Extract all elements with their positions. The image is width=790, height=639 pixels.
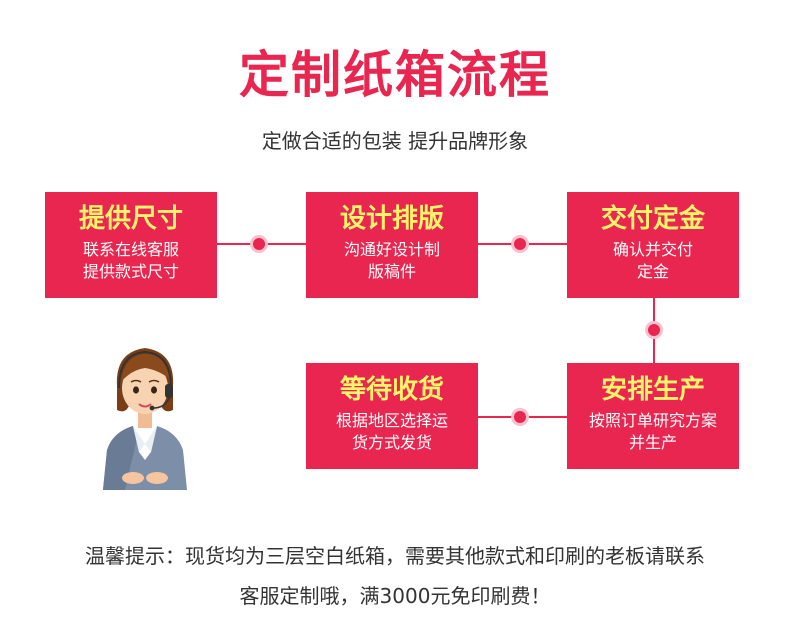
step-title: 等待收货 [339,375,444,405]
step-desc-line1: 根据地区选择运 [335,411,448,430]
notice-line-1: 温馨提示：现货均为三层空白纸箱，需要其他款式和印刷的老板请联系 [85,544,705,568]
step-desc-line2: 版稿件 [367,262,416,281]
step-await-delivery: 等待收货 根据地区选择运 货方式发货 [306,363,478,469]
page-title: 定制纸箱流程 [239,46,551,104]
connector-dot-4-5 [514,411,526,423]
step-desc-line2: 并生产 [628,433,677,452]
step-title: 交付定金 [600,204,705,234]
step-design-layout: 设计排版 沟通好设计制 版稿件 [306,192,478,298]
step-title: 安排生产 [600,375,705,405]
connector-dot-3-4 [648,324,660,336]
step-title: 提供尺寸 [78,204,183,234]
step-desc-line2: 货方式发货 [351,433,432,452]
customer-service-avatar [103,348,187,490]
step-arrange-production: 安排生产 按照订单研究方案 并生产 [567,363,739,469]
step-desc-line1: 按照订单研究方案 [588,411,717,430]
notice-line-2: 客服定制哦，满3000元免印刷费！ [239,584,551,608]
step-provide-size: 提供尺寸 联系在线客服 提供款式尺寸 [45,192,217,298]
step-title: 设计排版 [339,204,444,234]
connector-dot-1-2 [253,238,265,250]
step-desc-line1: 确认并交付 [612,240,693,259]
step-desc-line1: 联系在线客服 [82,240,179,259]
step-desc-line1: 沟通好设计制 [343,240,440,259]
step-pay-deposit: 交付定金 确认并交付 定金 [567,192,739,298]
step-desc-line2: 定金 [636,262,669,281]
connector-dot-2-3 [514,238,526,250]
step-desc-line2: 提供款式尺寸 [82,262,179,281]
page-subtitle: 定做合适的包装 提升品牌形象 [261,129,529,153]
